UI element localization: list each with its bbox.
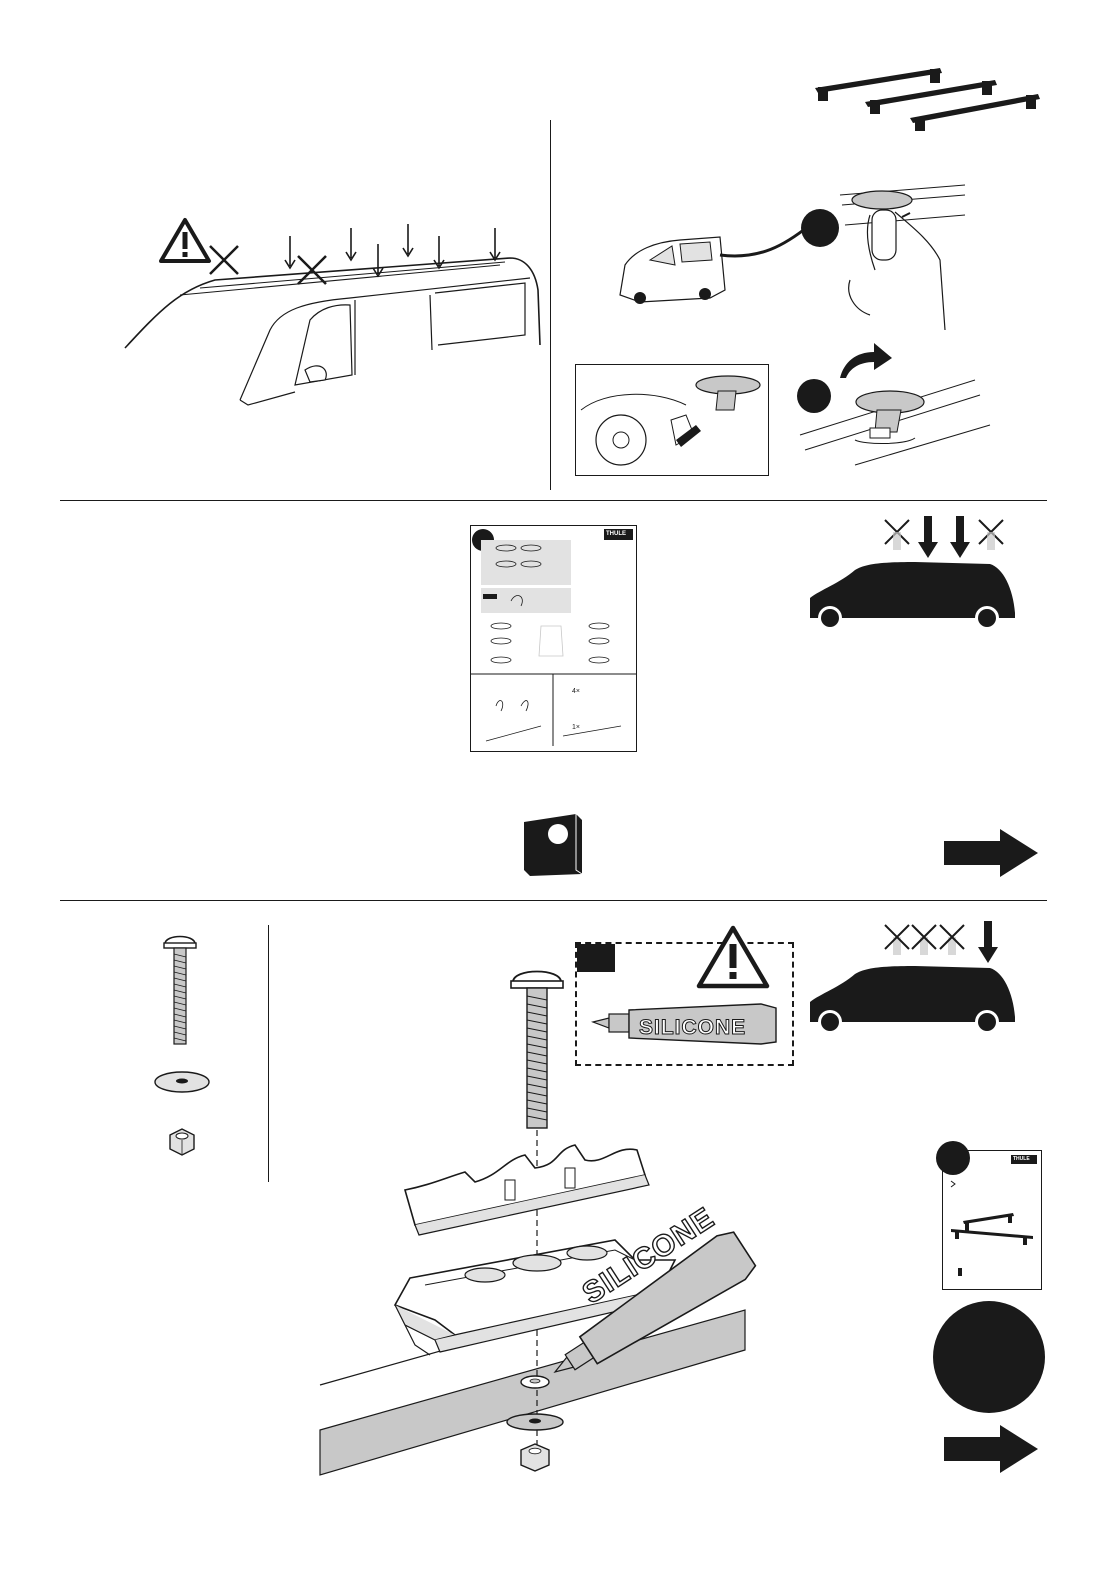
cross-mark-icon — [294, 252, 330, 288]
step-2-badge-icon — [796, 378, 832, 414]
dashboard-inset-box — [575, 364, 769, 476]
van-plug-removal-illustration — [610, 180, 970, 340]
car-silhouette-icon — [805, 558, 1020, 636]
down-arrow-icon — [343, 228, 359, 264]
section-divider-2 — [60, 900, 1047, 901]
next-arrow-icon — [942, 1423, 1040, 1475]
position-arrows-icon — [880, 512, 1010, 564]
roof-bars-icon — [810, 62, 1045, 137]
booklet-brand-label: THULE — [606, 529, 626, 540]
warning-triangle-icon — [158, 217, 212, 265]
down-arrow-icon — [400, 224, 416, 260]
down-arrow-icon — [487, 228, 503, 264]
next-arrow-icon — [942, 827, 1040, 879]
info-box-icon — [522, 812, 584, 878]
down-arrow-icon — [370, 244, 386, 280]
car-silhouette-icon — [805, 962, 1020, 1040]
cross-mark-icon — [206, 242, 242, 278]
bolt-icon — [160, 930, 200, 1050]
down-arrow-icon — [431, 236, 447, 272]
booklet-count-label: 4× — [572, 688, 580, 695]
step-badge-icon — [935, 1140, 971, 1176]
booklet-count-label: 1× — [572, 724, 580, 731]
washer-icon — [152, 1068, 212, 1096]
nut-icon — [165, 1125, 199, 1159]
black-circle-icon — [932, 1300, 1046, 1414]
down-arrow-icon — [282, 236, 298, 272]
section1-divider — [550, 120, 551, 490]
section-divider-1 — [60, 500, 1047, 501]
instruction-booklet: THULE 4× 1× — [470, 525, 637, 752]
foot-assembly-illustration — [315, 960, 795, 1480]
curved-arrow-icon — [836, 340, 896, 380]
step-1-badge-icon — [800, 208, 840, 248]
booklet-brand-label: THULE — [1013, 1155, 1030, 1164]
parts-column-divider — [268, 925, 269, 1182]
